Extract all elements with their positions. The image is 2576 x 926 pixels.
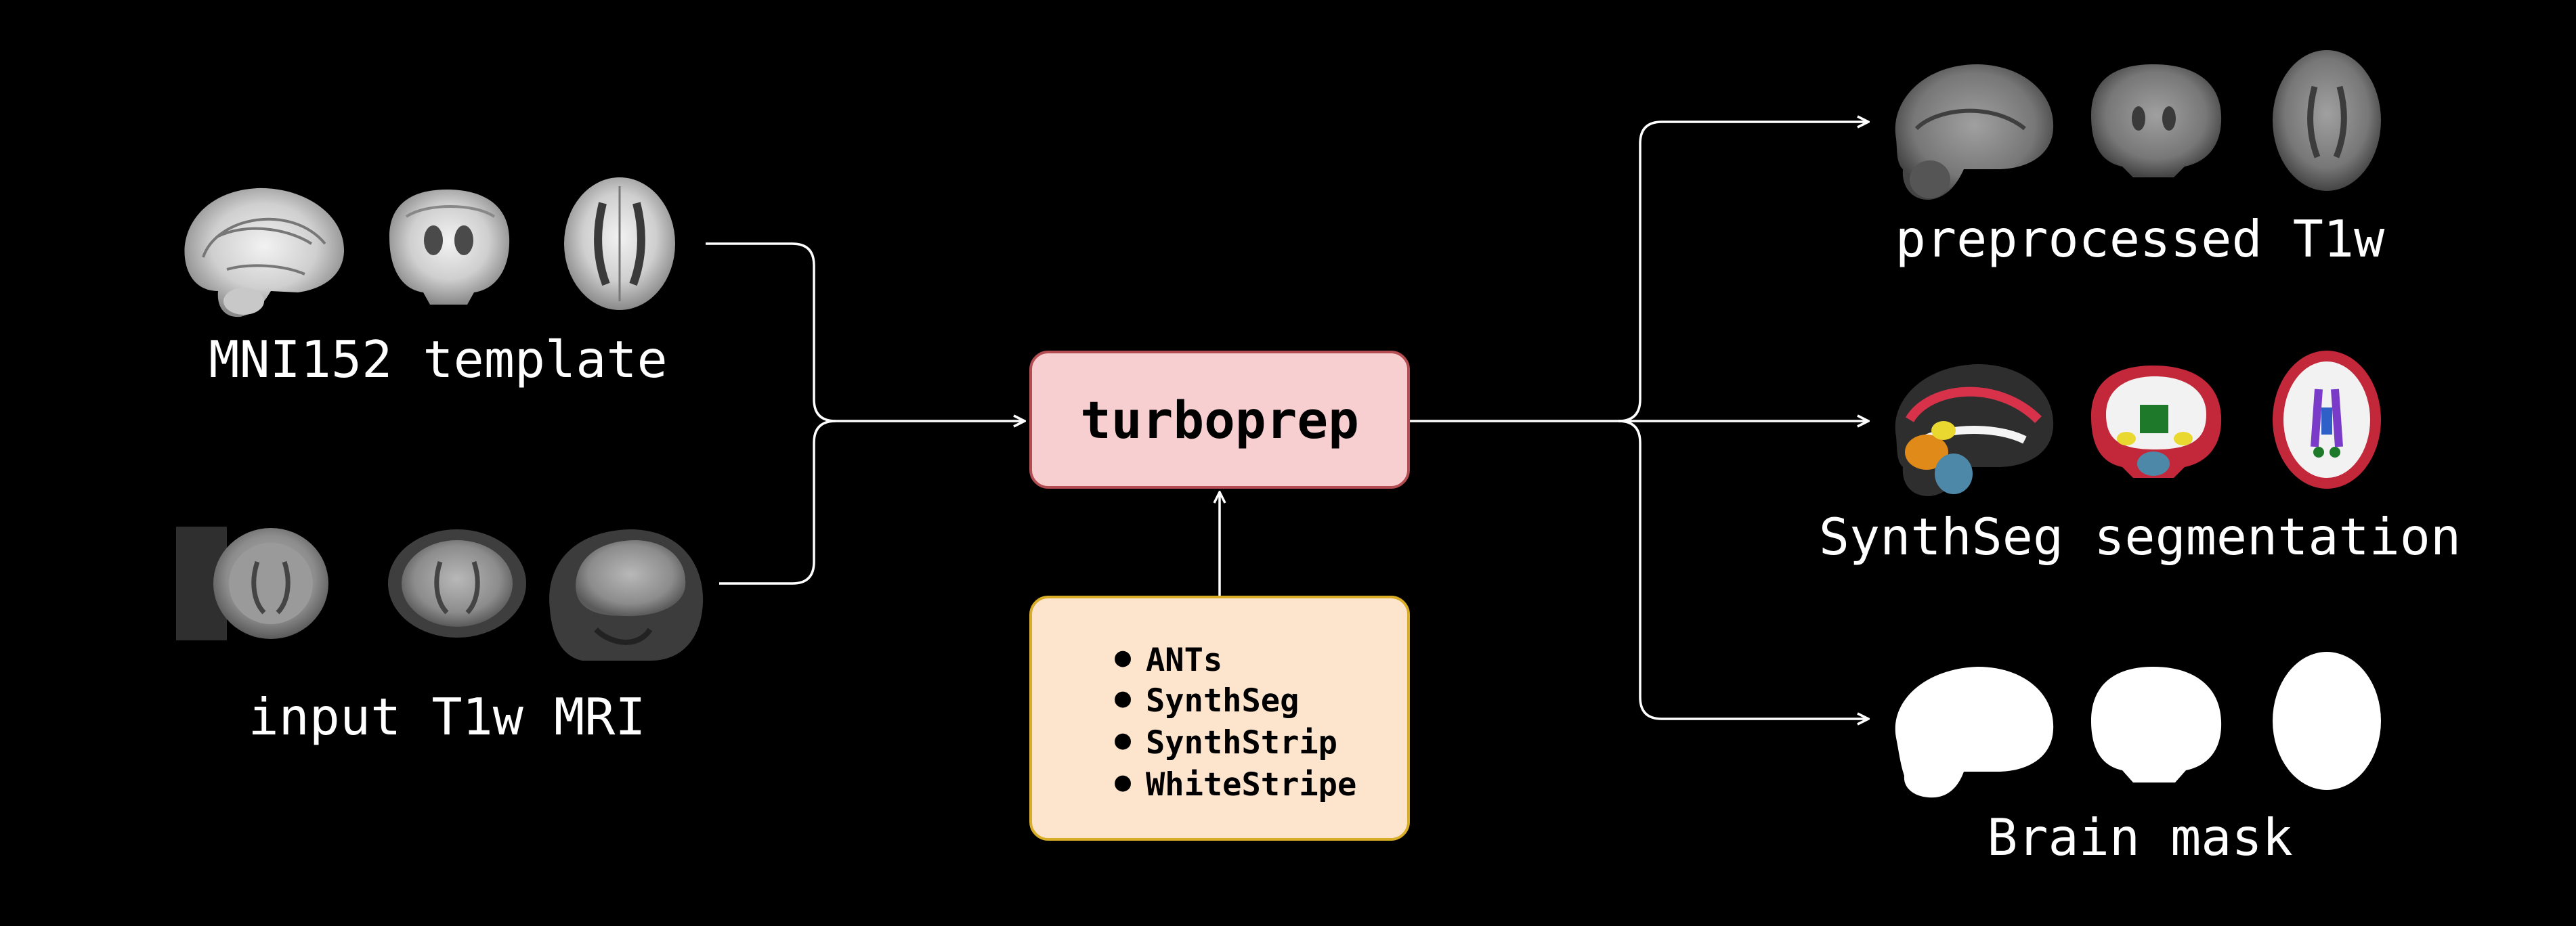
mask-axial-slice — [2273, 652, 2381, 790]
seg-coronal-slice — [2091, 366, 2222, 478]
seg-sagittal-slice — [1895, 364, 2054, 497]
connectors — [706, 122, 1868, 719]
tool-item-whitestripe: ● WhiteStripe — [1115, 766, 1357, 803]
preprocessed-sagittal-slice — [1895, 64, 2054, 200]
arrow-turboprep-to-mask — [1618, 420, 1868, 719]
bullet-icon: ● — [1115, 724, 1132, 755]
tool-label: SynthStrip — [1146, 724, 1337, 762]
tool-item-synthseg: ● SynthSeg — [1115, 682, 1300, 720]
tool-label: WhiteStripe — [1146, 766, 1357, 803]
arrow-turboprep-to-preprocessed — [1410, 122, 1868, 422]
tools-box: ● ANTs ● SynthSeg ● SynthStrip ● WhiteStripe — [1029, 596, 1410, 841]
seg-axial-slice — [2273, 351, 2381, 489]
turboprep-title: turboprep — [1080, 389, 1359, 450]
tool-label: SynthSeg — [1146, 682, 1300, 720]
t1w-axial-slice-2 — [388, 529, 526, 638]
mask-sagittal-slice — [1895, 667, 2054, 798]
bullet-icon: ● — [1115, 766, 1132, 797]
bullet-icon: ● — [1115, 642, 1132, 673]
preprocessed-t1w-images — [1895, 50, 2381, 200]
t1w-sagittal-slice — [549, 529, 704, 661]
preprocessed-axial-slice — [2273, 50, 2381, 191]
preprocessed-t1w-label: preprocessed T1w — [1895, 209, 2385, 269]
synthseg-segmentation-label: SynthSeg segmentation — [1818, 507, 2462, 567]
synthseg-segmentation-images — [1895, 351, 2381, 497]
tool-label: ANTs — [1146, 642, 1223, 679]
mni-template-images — [184, 177, 675, 317]
tool-item-ants: ● ANTs — [1115, 642, 1223, 679]
arrow-t1w-to-turboprep — [719, 420, 836, 585]
mni-axial-slice — [564, 177, 675, 310]
brain-mask-label: Brain mask — [1987, 808, 2293, 867]
mni-template-label: MNI152 template — [209, 330, 668, 389]
preprocessed-coronal-slice — [2091, 64, 2222, 177]
turboprep-box: turboprep — [1029, 351, 1410, 489]
input-t1w-images — [176, 527, 704, 661]
tool-item-synthstrip: ● SynthStrip — [1115, 724, 1337, 762]
bullet-icon: ● — [1115, 682, 1132, 713]
brain-mask-images — [1895, 652, 2381, 798]
mni-sagittal-slice — [184, 188, 345, 317]
mni-coronal-slice — [389, 190, 510, 305]
t1w-axial-slice-1 — [176, 527, 328, 640]
mask-coronal-slice — [2091, 667, 2222, 782]
input-t1w-label: input T1w MRI — [248, 687, 646, 747]
arrow-template-to-turboprep — [706, 242, 1024, 421]
